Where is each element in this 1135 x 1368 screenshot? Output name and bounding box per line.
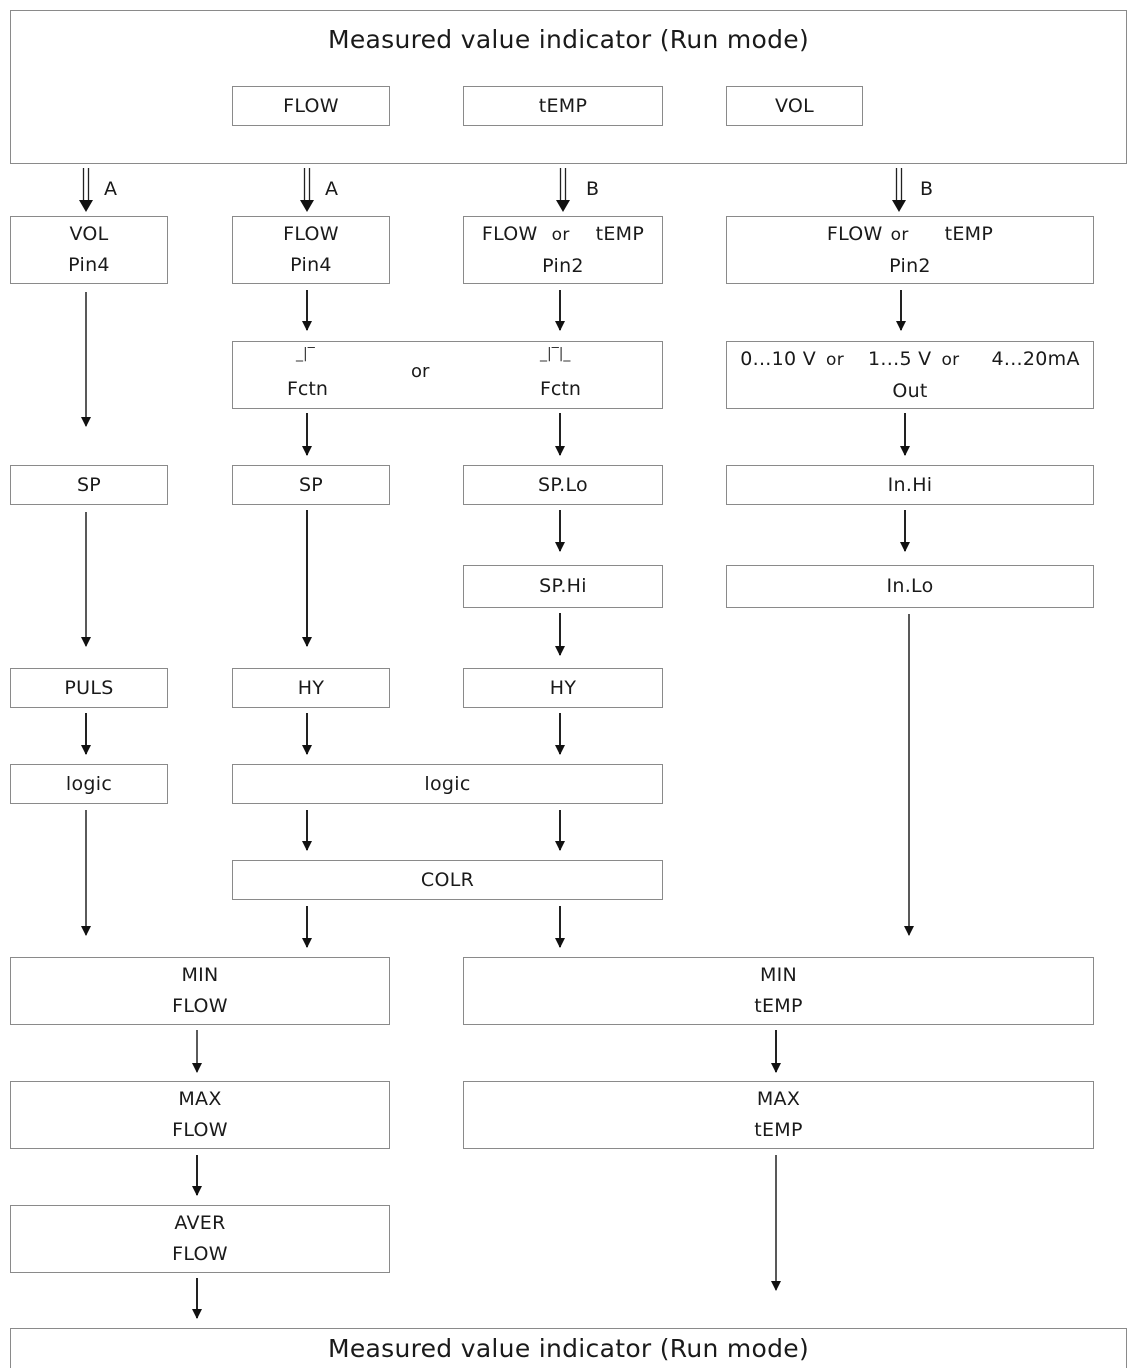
branch-label-a-2: A — [325, 178, 338, 200]
col1-sp-box[interactable]: SP — [10, 465, 168, 505]
col3-hy-text: HY — [549, 676, 577, 699]
entry-arrow-a-1 — [79, 168, 93, 212]
aver-flow-aver-text: AVER — [174, 1212, 226, 1234]
fctn-symbol-window: _|‾|_ — [540, 346, 571, 362]
col2-hy-box[interactable]: HY — [232, 668, 390, 708]
col3-sphi-box[interactable]: SP.Hi — [463, 565, 663, 608]
fctn-label-a: Fctn — [287, 378, 328, 400]
col4-1-5v-text: 1...5 V — [868, 347, 932, 370]
menu-flow-box[interactable]: FLOW — [232, 86, 390, 126]
col1-puls-text: PULS — [64, 676, 114, 699]
branch-label-b-1: B — [586, 178, 600, 200]
colr-text: COLR — [420, 868, 475, 891]
col1-pin4-text: Pin4 — [68, 254, 110, 276]
max-flow-box[interactable]: MAX FLOW — [10, 1081, 390, 1149]
col2-sp-box[interactable]: SP — [232, 465, 390, 505]
col4-inhi-text: In.Hi — [887, 473, 933, 496]
logic-shared-text: logic — [424, 772, 471, 795]
max-flow-flow-text: FLOW — [172, 1119, 228, 1141]
min-temp-temp-text: tEMP — [754, 995, 803, 1017]
menu-vol-box[interactable]: VOL — [726, 86, 863, 126]
col2-flow-text: FLOW — [283, 223, 339, 245]
min-flow-box[interactable]: MIN FLOW — [10, 957, 390, 1025]
col4-or1-text: or — [826, 349, 845, 370]
aver-flow-box[interactable]: AVER FLOW — [10, 1205, 390, 1273]
colr-box[interactable]: COLR — [232, 860, 663, 900]
col1-logic-box[interactable]: logic — [10, 764, 168, 804]
max-temp-box[interactable]: MAX tEMP — [463, 1081, 1094, 1149]
fctn-or-text: or — [411, 361, 430, 382]
col3-splo-box[interactable]: SP.Lo — [463, 465, 663, 505]
col1-puls-box[interactable]: PULS — [10, 668, 168, 708]
entry-arrow-a-2 — [300, 168, 314, 212]
branch-label-b-2: B — [920, 178, 934, 200]
entry-arrow-b-2 — [892, 168, 906, 212]
col2-hy-text: HY — [297, 676, 325, 699]
fctn-label-b: Fctn — [540, 378, 581, 400]
col3-top-row: FLOW or tEMP — [482, 219, 644, 251]
col2-sp-text: SP — [298, 473, 324, 496]
col2-pin4-text: Pin4 — [290, 254, 332, 276]
col3-flow-temp-pin2-box[interactable]: FLOW or tEMP Pin2 — [463, 216, 663, 284]
col3-hy-box[interactable]: HY — [463, 668, 663, 708]
col4-4-20ma-text: 4...20mA — [991, 347, 1080, 370]
col4-pin2-text: Pin2 — [889, 254, 931, 277]
col4-top-row: FLOW or tEMP — [827, 219, 993, 251]
col4-inlo-text: In.Lo — [886, 575, 934, 597]
col4-out-options-row: 0...10 V or 1...5 V or 4...20mA — [740, 344, 1080, 376]
min-flow-min-text: MIN — [181, 964, 219, 986]
col4-inhi-box[interactable]: In.Hi — [726, 465, 1094, 505]
fctn-symbol-hysteresis: _|‾ — [296, 346, 315, 362]
max-flow-max-text: MAX — [178, 1088, 222, 1110]
col3-sphi-text: SP.Hi — [539, 575, 587, 597]
min-flow-flow-text: FLOW — [172, 995, 228, 1017]
branch-label-a-1: A — [104, 178, 117, 200]
col4-inlo-box[interactable]: In.Lo — [726, 565, 1094, 608]
menu-temp-box[interactable]: tEMP — [463, 86, 663, 126]
max-temp-max-text: MAX — [756, 1088, 801, 1110]
logic-shared-box[interactable]: logic — [232, 764, 663, 804]
col4-or-text: or — [890, 224, 909, 245]
min-temp-box[interactable]: MIN tEMP — [463, 957, 1094, 1025]
entry-arrow-b-1 — [556, 168, 570, 212]
col4-flow-text: FLOW — [826, 222, 883, 245]
aver-flow-flow-text: FLOW — [172, 1243, 228, 1265]
min-temp-min-text: MIN — [759, 964, 798, 986]
run-mode-indicator-bottom: Measured value indicator (Run mode) — [10, 1328, 1127, 1368]
menu-vol-label: VOL — [774, 94, 815, 117]
col3-flow-text: FLOW — [481, 222, 538, 245]
run-mode-title-top: Measured value indicator (Run mode) — [327, 25, 810, 54]
col1-sp-text: SP — [76, 473, 102, 496]
col4-or2-text: or — [941, 349, 960, 370]
col1-vol-text: VOL — [69, 223, 109, 245]
col4-out-box[interactable]: 0...10 V or 1...5 V or 4...20mA Out — [726, 341, 1094, 409]
col2-flow-pin4-box[interactable]: FLOW Pin4 — [232, 216, 390, 284]
col4-flow-temp-pin2-box[interactable]: FLOW or tEMP Pin2 — [726, 216, 1094, 284]
col4-0-10v-text: 0...10 V — [740, 347, 817, 370]
col3-pin2-text: Pin2 — [542, 254, 584, 277]
col3-temp-text: tEMP — [595, 222, 645, 245]
menu-flow-label: FLOW — [283, 94, 339, 117]
fctn-box[interactable] — [232, 341, 663, 409]
max-temp-temp-text: tEMP — [754, 1119, 803, 1141]
col1-logic-text: logic — [65, 772, 113, 795]
col4-temp-text: tEMP — [944, 222, 994, 245]
col4-out-text: Out — [892, 379, 928, 402]
col1-vol-pin4-box[interactable]: VOL Pin4 — [10, 216, 168, 284]
col3-splo-text: SP.Lo — [538, 473, 588, 496]
col3-or-text: or — [551, 224, 570, 245]
menu-temp-label: tEMP — [538, 94, 588, 117]
run-mode-title-bottom: Measured value indicator (Run mode) — [327, 1333, 810, 1363]
